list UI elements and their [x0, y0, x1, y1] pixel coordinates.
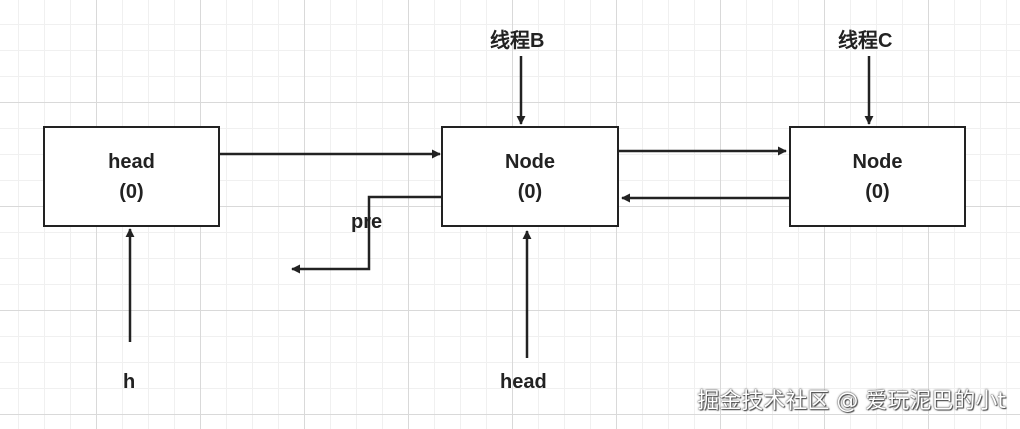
head-node-value: (0): [119, 180, 144, 203]
node-2-title: Node: [852, 150, 903, 173]
h-label: h: [123, 371, 136, 393]
head-pointer-label: head: [500, 371, 547, 393]
node-1: Node (0): [441, 126, 619, 227]
pre-label: pre: [351, 211, 383, 233]
watermark: 掘金技术社区 @ 爱玩泥巴的小t: [697, 389, 1006, 414]
node-1-value: (0): [517, 180, 543, 203]
thread-c-label: 线程C: [838, 30, 893, 52]
arrow-pre-pointer: [291, 195, 441, 274]
head-node-title: head: [108, 150, 155, 173]
head-node: head (0): [43, 126, 220, 227]
node-2: Node (0): [789, 126, 966, 227]
node-1-title: Node: [505, 150, 555, 173]
thread-b-label: 线程B: [490, 30, 545, 52]
node-2-value: (0): [865, 180, 890, 203]
